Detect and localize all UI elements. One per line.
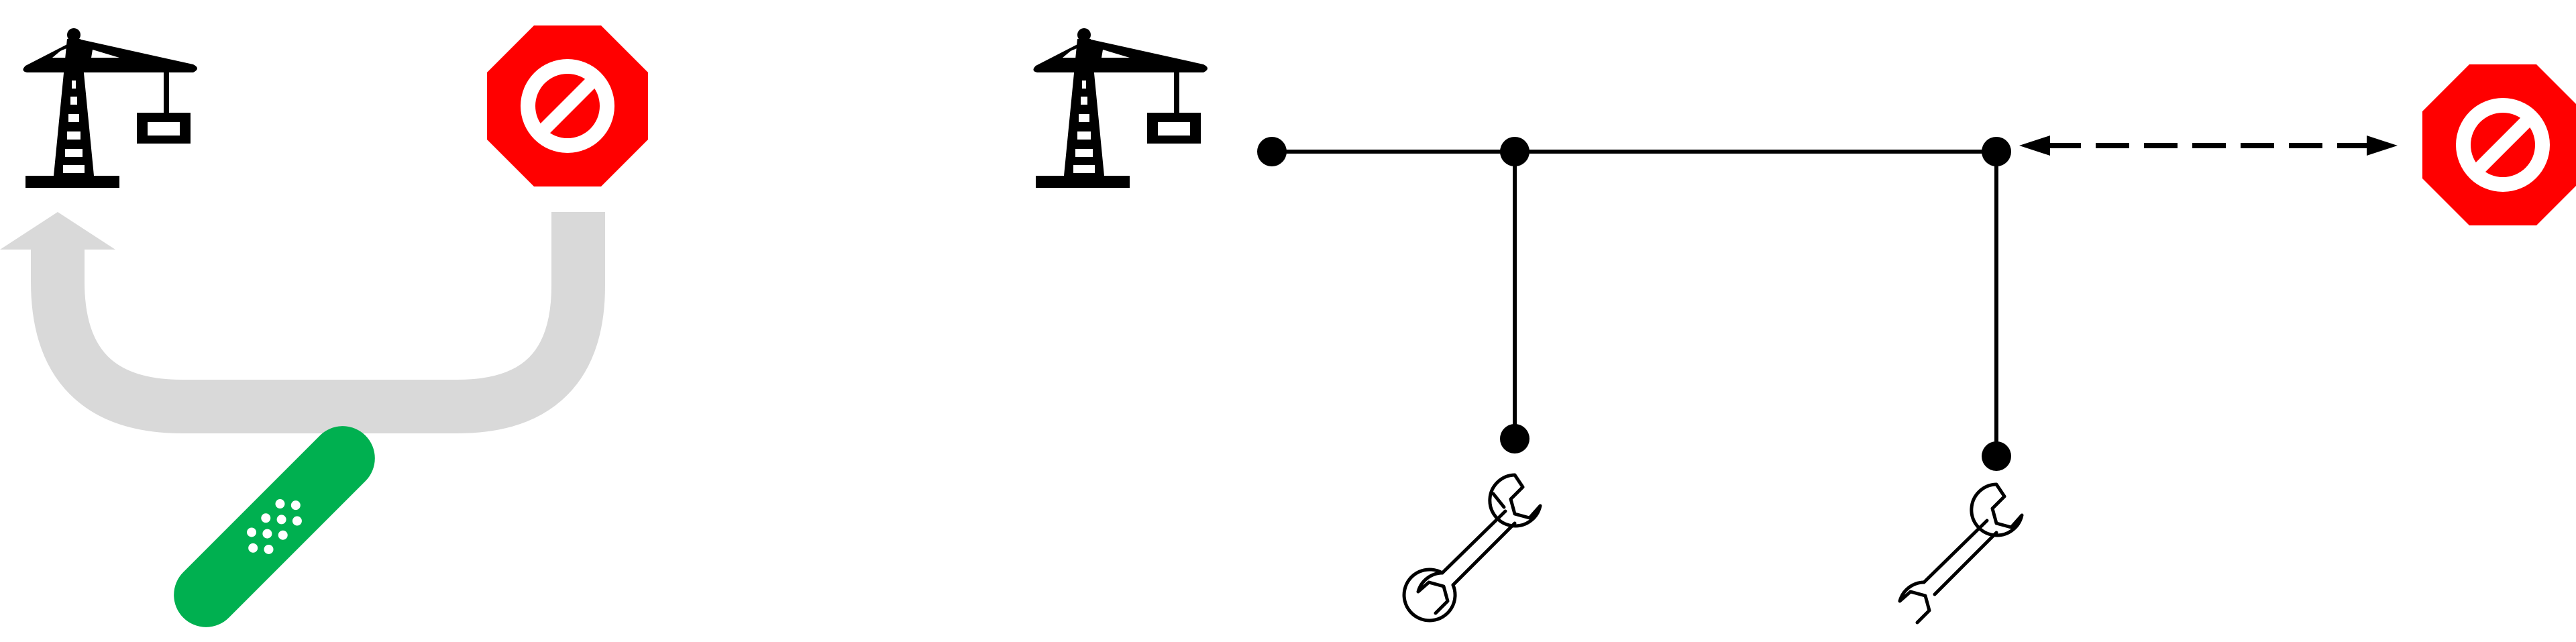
node-junction-2 — [1982, 137, 2011, 166]
node-junction-1 — [1500, 137, 1529, 166]
arrowhead-left — [2019, 136, 2050, 156]
node-start — [1257, 137, 1287, 166]
arrowhead-right — [2367, 136, 2398, 156]
stop-sign-icon — [2422, 64, 2576, 225]
wrench-icon — [1402, 473, 1542, 623]
crane-icon — [1033, 28, 1208, 188]
crane-icon — [23, 28, 197, 188]
node-end-1 — [1500, 424, 1529, 453]
node-end-2 — [1982, 441, 2011, 471]
u-turn-arrow — [31, 212, 605, 433]
stop-sign-icon — [487, 25, 648, 186]
bandage-icon — [174, 426, 375, 627]
wrench-icon — [1898, 482, 2024, 625]
u-turn-arrowhead — [0, 212, 115, 250]
